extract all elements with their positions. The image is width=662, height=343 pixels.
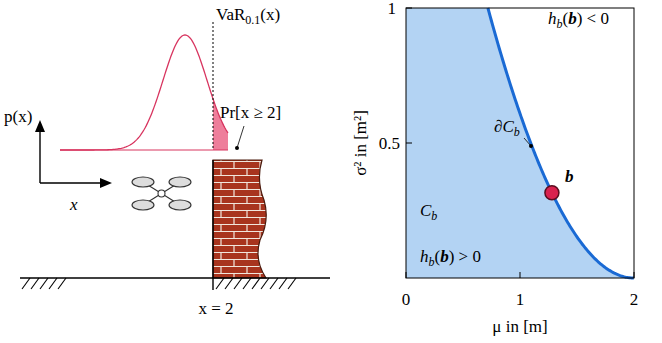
brick-wall: [213, 160, 266, 278]
label-text: h: [548, 9, 557, 28]
label-text: VaR: [216, 5, 245, 24]
leader-line: [237, 126, 244, 148]
set-label: Cb: [420, 202, 437, 219]
left-panel: [20, 22, 330, 290]
label-text: b: [568, 9, 577, 28]
label-text: C: [420, 201, 431, 220]
var-line: [213, 22, 214, 150]
boundary-label: ∂Cb: [494, 118, 520, 135]
axis-label: x: [70, 196, 78, 213]
leader-dot: [235, 146, 239, 150]
safe-set-region: [406, 8, 634, 278]
label-text: p(x): [4, 107, 32, 126]
safe-set-boundary: [488, 8, 634, 278]
safe-label: hb(b) > 0: [420, 248, 481, 265]
label-text: b: [431, 209, 437, 223]
wall-edge: [212, 160, 213, 290]
var-label: VaR0.1(x): [216, 6, 280, 23]
tick-label: 2: [630, 291, 639, 308]
plot-frame: [406, 8, 634, 278]
label-text: Pr[x ≥ 2]: [220, 103, 281, 122]
y-axis-title: σ² in [m²]: [352, 110, 369, 176]
tick-label: 0.5: [379, 135, 400, 152]
drone: [132, 177, 191, 210]
label-text: x = 2: [198, 299, 233, 318]
point-label: b: [565, 168, 574, 185]
belief-point: [545, 186, 559, 200]
label-text: 1: [388, 0, 397, 18]
label-text: b: [514, 125, 520, 139]
label-text: ∂C: [494, 117, 514, 136]
label-text: 2: [630, 290, 639, 309]
label-text: b: [429, 255, 435, 269]
label-text: (: [435, 247, 441, 266]
tick-label: 1: [516, 291, 525, 308]
right-panel: [406, 8, 634, 278]
ground: [20, 277, 330, 278]
ticks: [406, 8, 634, 278]
label-text: 1: [516, 290, 525, 309]
label-text: b: [565, 167, 574, 186]
unsafe-label: hb(b) < 0: [548, 10, 609, 27]
label-text: h: [420, 247, 429, 266]
label-text: b: [440, 247, 449, 266]
boundary-leader: [524, 138, 531, 146]
tick-label: 0: [402, 291, 411, 308]
label-text: (: [563, 9, 569, 28]
label-text: 0.5: [379, 134, 400, 153]
label-text: σ² in [m²]: [351, 110, 370, 176]
tail-prob-label: Pr[x ≥ 2]: [220, 104, 281, 121]
density-label: p(x): [4, 108, 32, 125]
wall-position-label: x = 2: [198, 300, 233, 317]
baseline: [60, 150, 228, 151]
label-text: b: [557, 17, 563, 31]
label-text: ) > 0: [449, 247, 481, 266]
tick-label: 1: [388, 0, 397, 17]
density-curve: [60, 35, 228, 150]
label-text: 0.1: [245, 13, 260, 27]
label-text: μ in [m]: [492, 317, 547, 336]
label-text: x: [70, 195, 78, 214]
ground-hatching: [22, 278, 296, 289]
label-text: 0: [402, 290, 411, 309]
arrowheads: [35, 120, 112, 188]
label-text: (x): [260, 5, 280, 24]
x-axis-title: μ in [m]: [492, 318, 547, 335]
axes: [40, 128, 104, 183]
label-text: ) < 0: [577, 9, 609, 28]
